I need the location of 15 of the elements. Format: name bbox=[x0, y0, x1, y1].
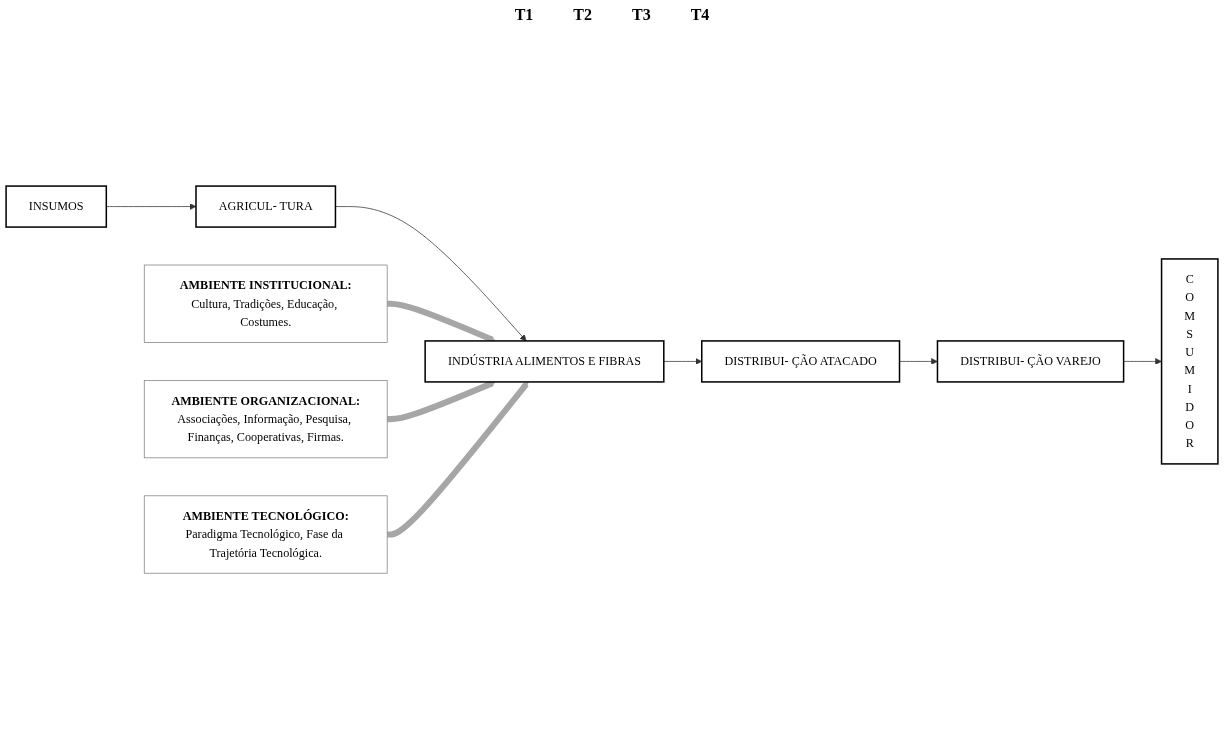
node-box: DISTRIBUI- ÇÃO VAREJO bbox=[936, 340, 1125, 384]
transaction-label: T4 bbox=[690, 6, 710, 24]
node-box: AMBIENTE ORGANIZACIONAL: Associações, Informação, Pesquisa, Finanças, Cooperativas, Firmas. bbox=[143, 380, 388, 459]
transaction-label: T1 bbox=[514, 6, 534, 24]
transaction-label: T3 bbox=[632, 6, 651, 24]
node-box: DISTRIBUI- ÇÃO ATACADO bbox=[701, 340, 901, 384]
arrow bbox=[387, 301, 496, 343]
node-box: AMBIENTE TECNOLÓGICO: Paradigma Tecnológico, Fase da Trajetória Tecnológica. bbox=[143, 495, 388, 574]
arrow bbox=[387, 381, 529, 538]
node-box: INDÚSTRIA ALIMENTOS E FIBRAS bbox=[424, 340, 665, 384]
node-box: AMBIENTE INSTITUCIONAL: Cultura, Tradições, Educação, Costumes. bbox=[143, 265, 388, 344]
node-box: COMSUMIDOR bbox=[1160, 258, 1219, 465]
transaction-label: T2 bbox=[573, 6, 592, 24]
node-box: AGRICUL- TURA bbox=[195, 185, 337, 229]
node-box: INSUMOS bbox=[5, 185, 108, 229]
